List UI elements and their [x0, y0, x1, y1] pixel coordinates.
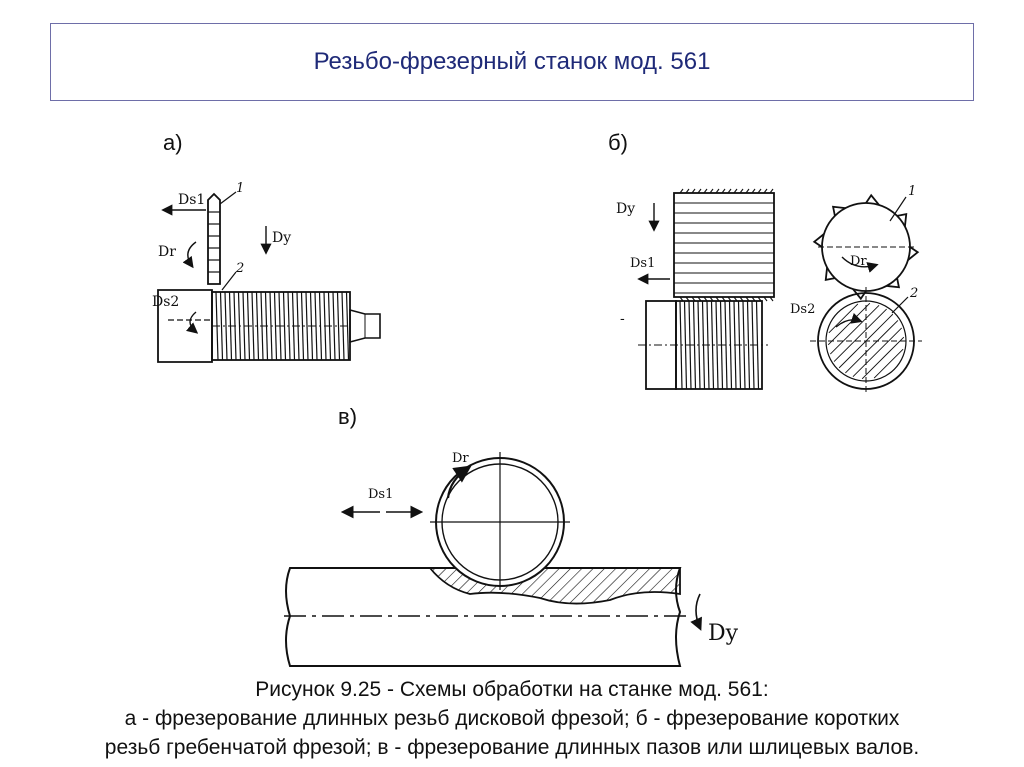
fig-c-dr: Dr — [452, 451, 469, 466]
comb-cutter — [673, 188, 775, 302]
caption-line-2: а - фрезерование длинных резьб дисковой … — [124, 707, 900, 730]
shaft — [284, 567, 692, 667]
figure-b-diagram: Dy Ds1 Dr Ds2 1 2 - — [616, 184, 922, 393]
fig-a-ds1: Ds1 — [178, 192, 205, 208]
figure-caption: Рисунок 9.25 - Схемы обработки на станке… — [0, 675, 1024, 762]
page-title: Резьбо-фрезерный станок мод. 561 — [313, 48, 711, 75]
chuck — [157, 289, 213, 363]
fig-a-label-1: 1 — [236, 181, 244, 196]
fig-c-dy: Dy — [708, 621, 739, 646]
fig-b-dy: Dy — [616, 201, 635, 217]
fig-a-ds2: Ds2 — [152, 294, 179, 310]
workpiece-b — [638, 300, 768, 390]
cutter-end-view — [812, 193, 920, 301]
fig-b-ds2: Ds2 — [790, 302, 815, 317]
panel-label-b: б) — [608, 130, 628, 155]
fig-b-label-1: 1 — [908, 184, 916, 199]
figure-c-diagram: Dr Ds1 Dy — [284, 451, 739, 667]
caption-line-1: Рисунок 9.25 - Схемы обработки на станке… — [255, 678, 769, 701]
fig-b-label-2: 2 — [909, 286, 918, 301]
panel-label-a: а) — [163, 130, 183, 155]
workpiece-end-view — [810, 287, 922, 393]
fig-b-ds1: Ds1 — [630, 256, 655, 271]
fig-c-ds1: Ds1 — [368, 487, 393, 502]
disk-cutter — [207, 192, 221, 285]
threaded-workpiece — [211, 291, 351, 361]
caption-line-3: резьб гребенчатой фрезой; в - фрезерован… — [104, 736, 920, 759]
figure-a-diagram: 1 2 Ds1 Dr Dy Ds2 — [152, 181, 381, 363]
fig-a-label-2: 2 — [235, 261, 244, 276]
fig-a-dr: Dr — [158, 244, 176, 260]
disk-mill — [430, 452, 570, 590]
title-box: Резьбо-фрезерный станок мод. 561 — [50, 23, 974, 101]
svg-text:-: - — [620, 311, 625, 327]
panel-label-c: в) — [338, 404, 358, 429]
fig-a-dy: Dy — [272, 230, 291, 246]
